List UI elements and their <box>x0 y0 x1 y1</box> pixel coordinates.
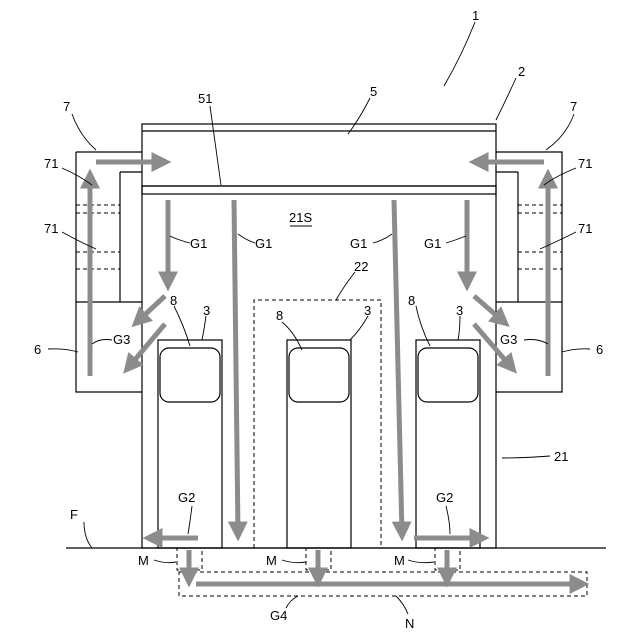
leader-22 <box>336 272 355 300</box>
label-71-right-top: 71 <box>578 156 592 171</box>
leader-lines <box>48 22 590 614</box>
arrow-g3-left-a <box>137 296 165 322</box>
label-3-left: 3 <box>203 303 210 318</box>
labels: 1 2 5 51 7 7 71 71 71 71 21S 22 21 G1 G1… <box>34 8 603 631</box>
right-duct-7 <box>496 152 562 392</box>
label-n: N <box>405 616 414 631</box>
label-2: 2 <box>518 64 525 79</box>
leader-g4 <box>286 596 298 608</box>
leader-F <box>84 522 92 548</box>
label-m-left: M <box>138 553 149 568</box>
leader-g2-left <box>188 506 192 534</box>
label-1: 1 <box>472 8 479 23</box>
label-7-left: 7 <box>63 99 70 114</box>
airflow <box>90 162 582 584</box>
label-51: 51 <box>198 91 212 106</box>
leader-1 <box>444 22 475 86</box>
leader-3-right <box>458 316 460 340</box>
leader-6-left <box>48 349 78 352</box>
leader-21 <box>502 456 550 458</box>
unit-8-left <box>160 348 220 402</box>
label-21: 21 <box>554 449 568 464</box>
label-8-left: 8 <box>170 293 177 308</box>
leader-3-center <box>350 316 368 340</box>
leader-n <box>396 596 408 614</box>
leader-g3-left <box>92 340 112 345</box>
leader-5 <box>348 98 370 134</box>
label-21S: 21S <box>289 210 312 225</box>
label-71-right-bottom: 71 <box>578 221 592 236</box>
leader-g1-c <box>373 234 392 243</box>
leader-g1-b <box>238 234 255 243</box>
leader-g1-a <box>170 236 190 243</box>
label-3-right: 3 <box>456 303 463 318</box>
label-5: 5 <box>370 84 377 99</box>
arrow-g3-right-a <box>474 296 504 322</box>
label-71-left-top: 71 <box>44 156 58 171</box>
label-g1-d: G1 <box>424 236 441 251</box>
leader-7-right <box>546 114 574 150</box>
leader-g2-right <box>446 506 450 534</box>
leader-3-left <box>202 316 206 340</box>
leader-71-right-bottom <box>540 232 576 249</box>
label-6-right: 6 <box>596 342 603 357</box>
unit-8-center <box>289 348 349 402</box>
rack-3-center <box>287 340 351 548</box>
label-g3-right: G3 <box>500 332 517 347</box>
leader-6-right <box>562 349 590 352</box>
label-g3-left: G3 <box>113 332 130 347</box>
label-g4: G4 <box>270 608 287 623</box>
label-F: F <box>70 507 78 522</box>
leader-m-left <box>154 560 176 563</box>
leader-8-center <box>282 322 302 350</box>
label-g1-b: G1 <box>255 236 272 251</box>
label-8-right: 8 <box>408 293 415 308</box>
label-g1-c: G1 <box>350 236 367 251</box>
label-g2-left: G2 <box>178 490 195 505</box>
leader-51 <box>210 106 221 185</box>
label-g1-a: G1 <box>190 236 207 251</box>
label-71-left-bottom: 71 <box>44 221 58 236</box>
label-8-center: 8 <box>276 308 283 323</box>
arrow-g1-long-right <box>394 200 402 534</box>
label-22: 22 <box>354 259 368 274</box>
rack-3-left <box>158 340 222 548</box>
label-3-center: 3 <box>364 303 371 318</box>
structure <box>66 124 606 596</box>
leader-g3-right <box>524 340 548 345</box>
leader-7-left <box>72 114 96 150</box>
arrow-g1-long-left <box>234 200 238 534</box>
label-m-center: M <box>266 553 277 568</box>
label-m-right: M <box>394 553 405 568</box>
top-unit-5 <box>142 124 496 194</box>
label-g2-right: G2 <box>436 490 453 505</box>
region-22 <box>254 300 381 548</box>
unit-8-right <box>418 348 478 402</box>
leader-m-right <box>408 560 434 563</box>
leader-2 <box>496 78 516 120</box>
leader-g1-d <box>446 236 466 243</box>
label-6-left: 6 <box>34 342 41 357</box>
label-7-right: 7 <box>570 99 577 114</box>
left-duct-7 <box>76 152 142 392</box>
leader-m-center <box>282 560 306 563</box>
